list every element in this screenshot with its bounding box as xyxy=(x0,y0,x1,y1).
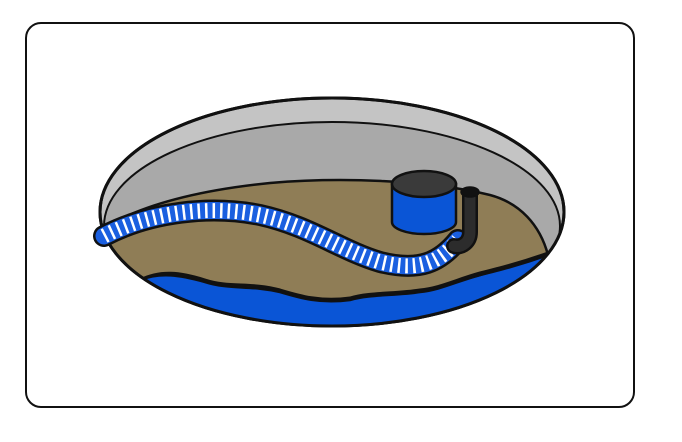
pump-top xyxy=(390,169,458,199)
pump xyxy=(390,169,458,236)
hose xyxy=(93,199,469,277)
soil-edge xyxy=(139,251,549,301)
outlet-pipe xyxy=(446,186,480,255)
hose-stripes xyxy=(100,203,464,274)
pipe-opening xyxy=(460,186,480,198)
